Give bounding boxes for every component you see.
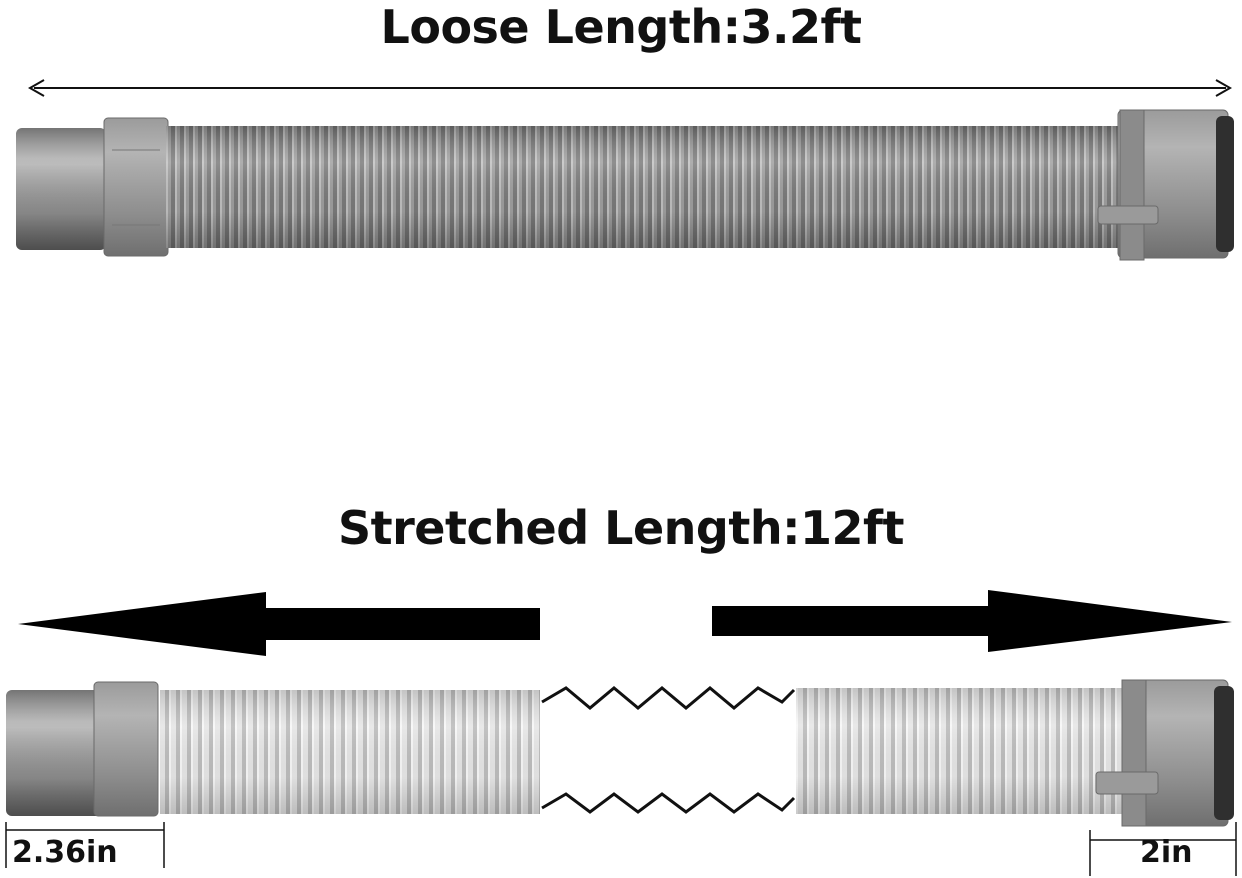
loose-length-arrow [27,79,1233,97]
left-cuff [103,117,169,257]
stretched-length-title: Stretched Length:12ft [338,501,904,555]
break-bottom-zigzag [541,792,796,814]
right-seal [1214,686,1234,820]
right-end-diameter-label: 2in [1140,835,1193,870]
right-dimension-bracket [1089,822,1237,876]
left-cuff [93,681,159,817]
left-arrow [18,592,540,656]
loose-length-title: Loose Length:3.2ft [380,0,862,54]
right-arrow [712,590,1232,652]
break-top-zigzag [541,686,796,710]
right-seal [1216,116,1234,252]
left-end-diameter-label: 2.36in [12,835,118,870]
left-dimension-bracket [5,822,165,868]
loose-hose [16,109,1234,261]
stretched-hose [6,679,1234,827]
